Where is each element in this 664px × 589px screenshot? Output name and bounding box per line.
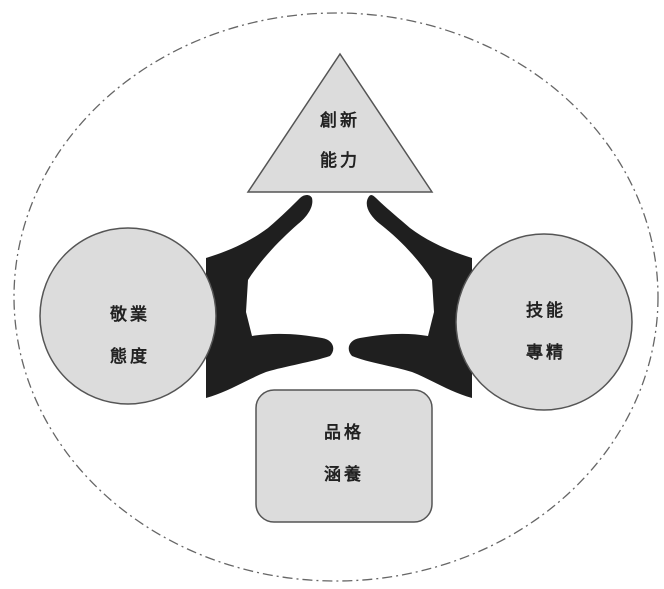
right-circle-label-line1: 技能 bbox=[516, 296, 576, 321]
right-circle-label-line2: 專精 bbox=[516, 338, 576, 363]
character-box bbox=[256, 390, 432, 522]
left-circle-label-line1: 敬業 bbox=[100, 300, 160, 325]
left-circle-label-line2: 態度 bbox=[100, 342, 160, 367]
triangle-label-line1: 創新 bbox=[310, 106, 370, 131]
bottom-box-label-line2: 涵養 bbox=[314, 460, 374, 485]
skill-circle bbox=[456, 234, 632, 410]
bottom-box-label-line1: 品格 bbox=[314, 418, 374, 443]
triangle-label-line2: 能力 bbox=[310, 146, 370, 171]
left-hand-shape bbox=[206, 195, 333, 398]
right-hand-shape bbox=[349, 195, 472, 398]
